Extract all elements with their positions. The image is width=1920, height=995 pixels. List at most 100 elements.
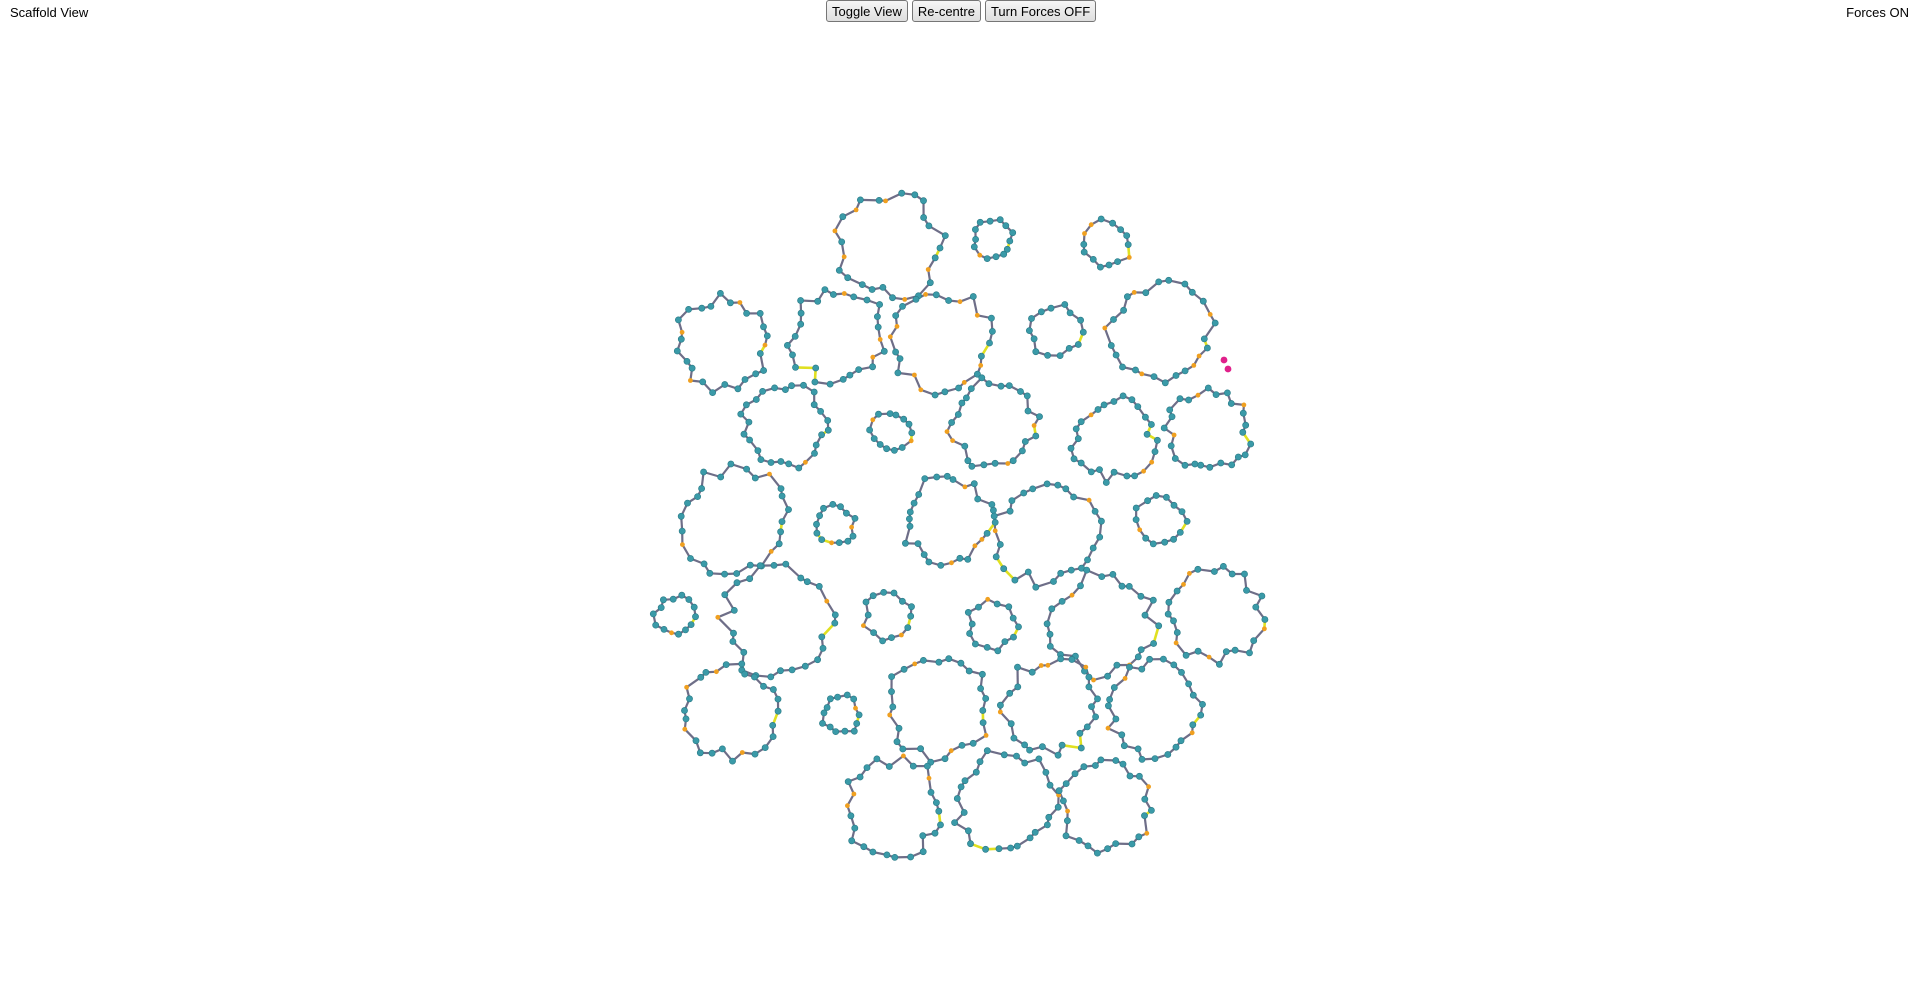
graph-node[interactable]: [932, 291, 940, 299]
graph-node[interactable]: [972, 640, 979, 648]
graph-node[interactable]: [891, 446, 898, 454]
graph-node[interactable]: [1110, 684, 1118, 691]
graph-node[interactable]: [843, 691, 851, 699]
graph-node[interactable]: [955, 384, 962, 392]
graph-node[interactable]: [995, 845, 1003, 853]
graph-node[interactable]: [963, 394, 970, 402]
highlight-node[interactable]: [849, 524, 854, 530]
graph-node[interactable]: [898, 189, 906, 197]
graph-node[interactable]: [1058, 598, 1066, 605]
graph-node[interactable]: [997, 382, 1005, 390]
graph-node[interactable]: [1028, 668, 1036, 676]
highlight-node[interactable]: [908, 438, 914, 444]
graph-node[interactable]: [698, 304, 706, 312]
graph-node[interactable]: [1068, 656, 1076, 663]
graph-node[interactable]: [893, 738, 901, 746]
graph-node[interactable]: [888, 688, 895, 695]
highlight-node[interactable]: [1137, 527, 1143, 533]
graph-node[interactable]: [1048, 605, 1056, 613]
graph-node[interactable]: [1102, 479, 1110, 486]
graph-node[interactable]: [857, 196, 864, 204]
graph-node[interactable]: [1194, 647, 1202, 655]
graph-node[interactable]: [817, 407, 824, 415]
graph-node[interactable]: [1003, 245, 1011, 253]
graph-node[interactable]: [795, 464, 803, 472]
graph-node[interactable]: [1109, 219, 1116, 227]
graph-node[interactable]: [1183, 518, 1191, 525]
graph-node[interactable]: [1134, 653, 1142, 661]
graph-node[interactable]: [1083, 723, 1091, 731]
graph-node[interactable]: [996, 541, 1004, 548]
graph-node[interactable]: [858, 281, 866, 288]
highlight-node[interactable]: [1086, 497, 1092, 503]
highlight-node[interactable]: [1083, 664, 1089, 670]
graph-node[interactable]: [935, 658, 943, 666]
graph-node[interactable]: [866, 426, 873, 434]
graph-node[interactable]: [683, 357, 691, 365]
graph-node[interactable]: [920, 657, 927, 664]
graph-node[interactable]: [1171, 455, 1179, 462]
graph-node[interactable]: [1067, 566, 1075, 574]
graph-node[interactable]: [863, 764, 871, 771]
graph-node[interactable]: [816, 512, 823, 520]
graph-node[interactable]: [921, 475, 929, 482]
selected-node[interactable]: [1224, 365, 1232, 373]
graph-node[interactable]: [785, 460, 793, 468]
graph-node[interactable]: [801, 662, 809, 670]
highlight-node[interactable]: [768, 549, 774, 554]
graph-node[interactable]: [760, 323, 767, 331]
highlight-node[interactable]: [1131, 290, 1137, 295]
graph-node[interactable]: [874, 323, 882, 331]
graph-node[interactable]: [1119, 363, 1126, 371]
graph-node[interactable]: [1172, 372, 1180, 379]
graph-node[interactable]: [700, 560, 708, 568]
graph-node[interactable]: [888, 673, 895, 680]
graph-node[interactable]: [1148, 807, 1155, 814]
graph-node[interactable]: [993, 600, 1001, 608]
graph-node[interactable]: [1088, 703, 1095, 710]
graph-node[interactable]: [910, 499, 918, 507]
graph-node[interactable]: [1105, 702, 1112, 710]
graph-node[interactable]: [774, 707, 782, 715]
highlight-node[interactable]: [972, 543, 978, 549]
graph-node[interactable]: [839, 375, 847, 383]
graph-node[interactable]: [709, 389, 716, 396]
graph-node[interactable]: [649, 610, 657, 618]
graph-node[interactable]: [810, 401, 818, 409]
graph-node[interactable]: [1136, 772, 1143, 780]
graph-node[interactable]: [1247, 440, 1255, 448]
graph-node[interactable]: [1085, 683, 1093, 691]
graph-node[interactable]: [1164, 751, 1172, 758]
graph-node[interactable]: [1110, 468, 1118, 476]
graph-node[interactable]: [1199, 701, 1206, 708]
graph-node[interactable]: [1149, 540, 1157, 548]
graph-node[interactable]: [883, 851, 891, 859]
graph-node[interactable]: [862, 598, 870, 606]
graph-node[interactable]: [1109, 571, 1117, 578]
graph-node[interactable]: [1011, 576, 1019, 584]
graph-node[interactable]: [1168, 413, 1176, 421]
highlight-node[interactable]: [912, 372, 917, 378]
graph-node[interactable]: [1097, 263, 1104, 271]
graph-node[interactable]: [734, 385, 742, 393]
graph-node[interactable]: [988, 501, 996, 508]
graph-node[interactable]: [961, 442, 969, 450]
graph-node[interactable]: [905, 420, 913, 428]
selected-node[interactable]: [1220, 356, 1228, 364]
graph-node[interactable]: [1239, 409, 1247, 417]
graph-node[interactable]: [900, 665, 908, 673]
graph-node[interactable]: [820, 504, 827, 512]
graph-node[interactable]: [1035, 755, 1043, 763]
graph-node[interactable]: [879, 283, 887, 291]
graph-node[interactable]: [966, 630, 973, 637]
graph-node[interactable]: [1092, 713, 1099, 721]
graph-node[interactable]: [927, 789, 935, 796]
graph-node[interactable]: [992, 553, 1000, 561]
graph-node[interactable]: [876, 441, 884, 448]
graph-node[interactable]: [690, 603, 698, 611]
graph-node[interactable]: [1110, 398, 1118, 405]
graph-node[interactable]: [760, 682, 767, 690]
graph-node[interactable]: [937, 562, 945, 569]
graph-node[interactable]: [838, 238, 846, 246]
